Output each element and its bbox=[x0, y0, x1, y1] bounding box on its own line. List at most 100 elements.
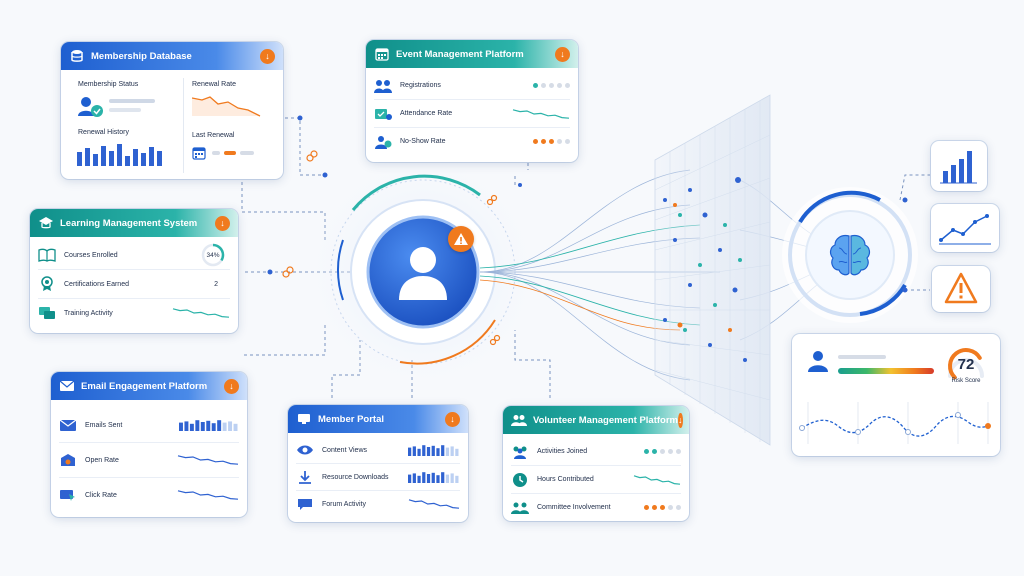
certifications-earned-icon bbox=[38, 276, 56, 292]
row-resource-downloads[interactable]: Resource Downloads bbox=[296, 464, 460, 491]
bar-chart-icon bbox=[940, 151, 977, 184]
indicator-dot bbox=[541, 83, 546, 88]
trend-sparkline bbox=[408, 499, 460, 509]
indicator-dot bbox=[676, 449, 681, 454]
risk-score-panel[interactable]: 72 Risk Score bbox=[792, 334, 1000, 456]
row-open-rate[interactable]: Open Rate bbox=[59, 443, 239, 478]
warning-icon[interactable] bbox=[448, 226, 474, 252]
dot-indicator bbox=[644, 449, 681, 454]
forum-activity-icon bbox=[296, 496, 314, 512]
committee-involvement-icon bbox=[511, 500, 529, 516]
courses-gauge: 34% bbox=[200, 242, 226, 268]
emails-sent-icon bbox=[59, 417, 77, 433]
hub-arc-orange bbox=[399, 319, 496, 365]
line-chart-icon bbox=[939, 214, 991, 245]
hub-arc-blue bbox=[336, 239, 344, 301]
row-label: Attendance Rate bbox=[400, 110, 453, 117]
learning-management-card[interactable]: Learning Management System ↓ Courses Enr… bbox=[30, 209, 238, 333]
risk-gradient-bar bbox=[838, 368, 934, 374]
row-content-views[interactable]: Content Views bbox=[296, 437, 460, 464]
row-emails-sent[interactable]: Emails Sent bbox=[59, 408, 239, 443]
arrow-down-icon[interactable]: ↓ bbox=[215, 215, 230, 231]
row-hours-contributed[interactable]: Hours Contributed bbox=[511, 466, 681, 494]
indicator-dot bbox=[549, 83, 554, 88]
no-show-rate-icon bbox=[374, 134, 392, 150]
card-divider bbox=[183, 78, 184, 173]
member-portal-header: Member Portal ↓ bbox=[288, 405, 468, 433]
row-label: Registrations bbox=[400, 82, 441, 89]
trend-sparkline bbox=[177, 490, 239, 500]
alert-panel[interactable] bbox=[932, 266, 990, 312]
indicator-dot bbox=[549, 139, 554, 144]
arrow-down-icon[interactable]: ↓ bbox=[224, 378, 239, 394]
status-bar-2 bbox=[109, 108, 141, 112]
membership-database-card[interactable]: Membership Database ↓ Membership Status … bbox=[61, 42, 283, 179]
indicator-dot bbox=[565, 83, 570, 88]
arrow-down-icon[interactable]: ↓ bbox=[260, 48, 275, 64]
perspective-grid bbox=[654, 94, 771, 446]
renewal-rate-label: Renewal Rate bbox=[192, 81, 236, 88]
trend-sparkline bbox=[633, 474, 681, 485]
mini-bar-meter bbox=[179, 420, 238, 431]
database-icon bbox=[69, 48, 85, 64]
membership-database-title: Membership Database bbox=[91, 50, 192, 62]
indicator-dot bbox=[533, 139, 538, 144]
line-chart-panel[interactable] bbox=[931, 204, 999, 252]
indicator-dot bbox=[557, 139, 562, 144]
email-engagement-header: Email Engagement Platform ↓ bbox=[51, 372, 247, 400]
ai-ring-outer bbox=[788, 193, 912, 317]
dot-indicator bbox=[533, 139, 570, 144]
member-portal-title: Member Portal bbox=[318, 413, 384, 425]
dot-indicator bbox=[644, 505, 681, 510]
hub-arc-teal bbox=[351, 174, 481, 211]
row-forum-activity[interactable]: Forum Activity bbox=[296, 491, 460, 517]
row-courses-enrolled[interactable]: Courses Enrolled 34% bbox=[38, 241, 230, 270]
row-label: Courses Enrolled bbox=[64, 251, 118, 259]
event-management-header: Event Management Platform ↓ bbox=[366, 40, 578, 68]
alert-triangle-icon bbox=[944, 272, 978, 304]
indicator-dot bbox=[676, 505, 681, 510]
mini-bar-meter bbox=[408, 445, 459, 456]
indicator-dot bbox=[644, 505, 649, 510]
arrow-down-icon[interactable]: ↓ bbox=[555, 46, 570, 62]
row-label: Activities Joined bbox=[537, 448, 588, 455]
row-label: Certifications Earned bbox=[64, 280, 129, 288]
envelope-icon bbox=[59, 378, 75, 394]
risk-score-gauge bbox=[948, 348, 984, 380]
trend-sparkline bbox=[172, 308, 230, 318]
indicator-dot bbox=[668, 449, 673, 454]
row-registrations[interactable]: Registrations bbox=[374, 72, 570, 100]
brain-icon bbox=[825, 230, 875, 280]
arrow-down-icon[interactable]: ↓ bbox=[678, 412, 683, 428]
row-click-rate[interactable]: Click Rate bbox=[59, 478, 239, 512]
user-icon bbox=[393, 240, 453, 302]
row-label: Open Rate bbox=[85, 456, 119, 464]
status-bar-1 bbox=[109, 99, 155, 103]
mini-bar-meter bbox=[408, 472, 459, 483]
indicator-dot bbox=[533, 83, 538, 88]
row-no-show-rate[interactable]: No-Show Rate bbox=[374, 128, 570, 155]
attendance-rate-icon bbox=[374, 106, 392, 122]
training-activity-icon bbox=[38, 305, 56, 321]
learning-management-title: Learning Management System bbox=[60, 217, 198, 229]
indicator-dot bbox=[660, 449, 665, 454]
row-training-activity[interactable]: Training Activity bbox=[38, 299, 230, 327]
indicator-dot bbox=[660, 505, 665, 510]
trend-sparkline bbox=[512, 108, 570, 119]
row-attendance-rate[interactable]: Attendance Rate bbox=[374, 100, 570, 128]
volunteer-management-title: Volunteer Management Platform bbox=[533, 414, 678, 426]
row-activities-joined[interactable]: Activities Joined bbox=[511, 438, 681, 466]
arrow-down-icon[interactable]: ↓ bbox=[445, 411, 460, 427]
bar-chart-panel[interactable] bbox=[931, 141, 987, 191]
row-committee-involvement[interactable]: Committee Involvement bbox=[511, 494, 681, 521]
volunteer-management-card[interactable]: Volunteer Management Platform ↓ Activiti… bbox=[503, 406, 689, 521]
email-engagement-title: Email Engagement Platform bbox=[81, 380, 208, 392]
event-management-card[interactable]: Event Management Platform ↓ Registration… bbox=[366, 40, 578, 162]
